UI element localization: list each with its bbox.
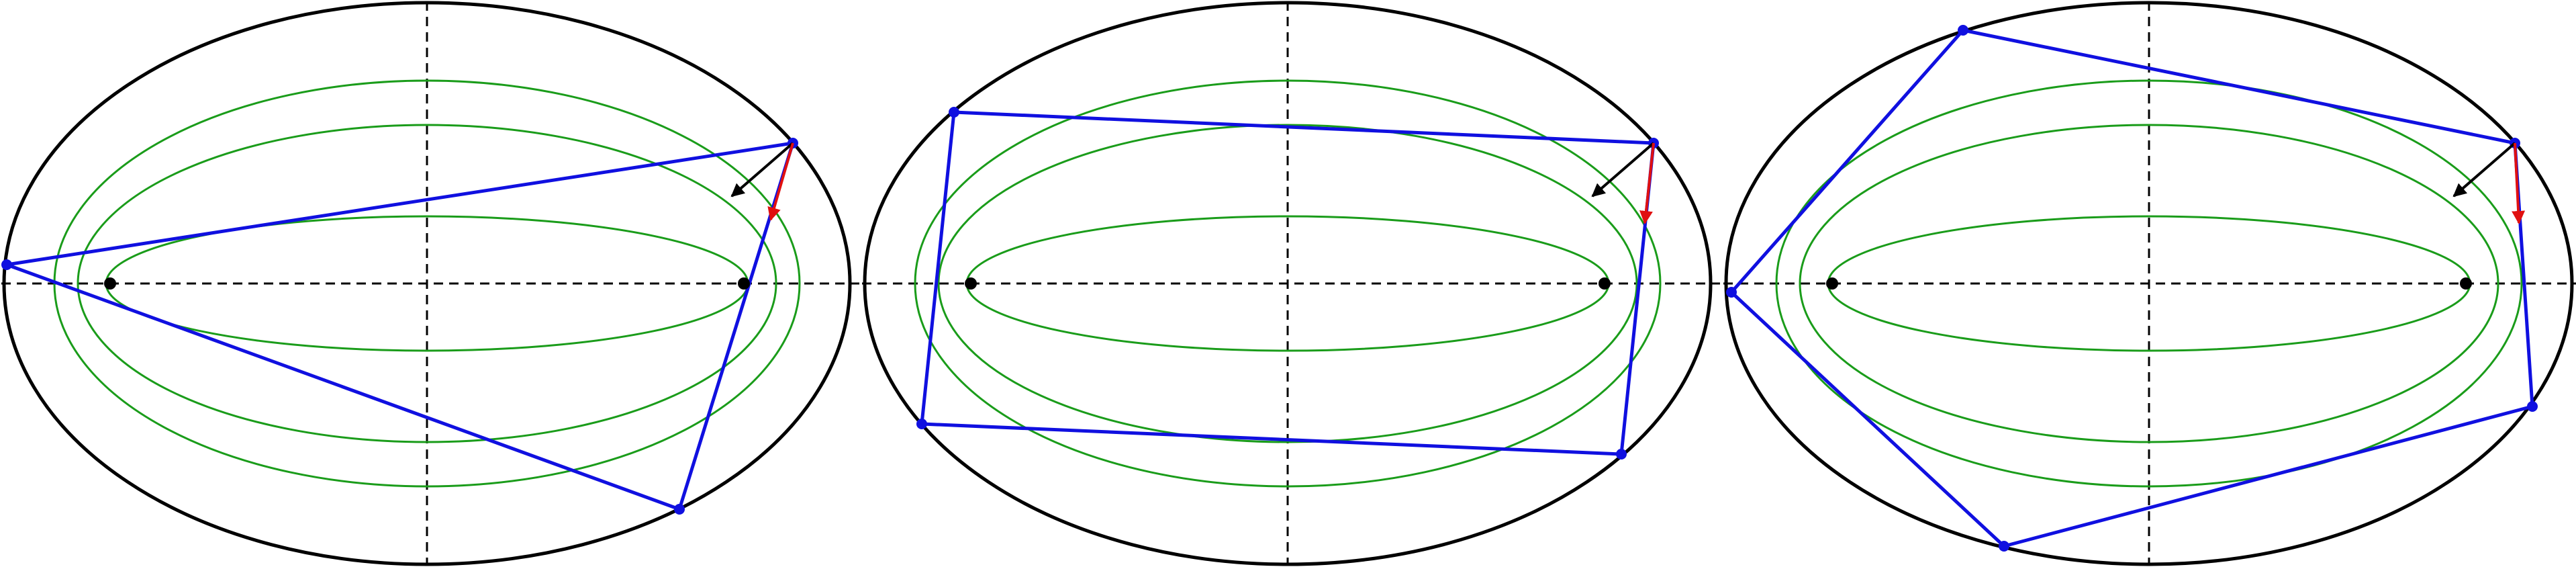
panel-1	[1, 1, 859, 566]
caustic-ellipse-middle	[937, 124, 1638, 443]
billiard-boundary	[1724, 1, 2574, 566]
tangent-arrow	[767, 142, 794, 221]
tangent-arrow	[1639, 142, 1655, 224]
trajectory-vertex	[1616, 449, 1627, 460]
caustic-ellipse-middle	[1799, 124, 2499, 443]
focus-left	[104, 277, 116, 290]
normal-arrow	[1591, 142, 1655, 198]
normal-arrow	[730, 142, 794, 198]
focus-left	[965, 277, 977, 290]
panel-3	[1723, 1, 2576, 566]
caustic-ellipse-outer	[1775, 79, 2523, 488]
billiard-boundary	[2, 1, 852, 566]
caustic-ellipse-middle	[77, 124, 777, 443]
trajectory-vertex	[1, 259, 12, 270]
trajectory-vertex	[949, 107, 959, 118]
focus-right	[1599, 277, 1611, 290]
trajectory-vertex	[1958, 25, 1968, 36]
trajectory-vertex	[1999, 541, 2009, 552]
caustic-ellipse-outer	[914, 79, 1662, 488]
periodic-trajectory	[1729, 28, 2534, 548]
focus-right	[738, 277, 750, 290]
trajectory-vertex	[1726, 287, 1737, 298]
focus-right	[2460, 277, 2472, 290]
trajectory-vertex	[674, 504, 685, 515]
trajectory-vertex	[2527, 401, 2538, 412]
periodic-trajectory	[5, 141, 795, 511]
normal-arrow	[2452, 142, 2516, 198]
billiard-boundary	[863, 1, 1713, 566]
tangent-arrow	[2512, 142, 2526, 224]
trajectory-vertex	[916, 419, 927, 429]
panel-2	[862, 1, 1720, 566]
focus-left	[1826, 277, 1838, 290]
